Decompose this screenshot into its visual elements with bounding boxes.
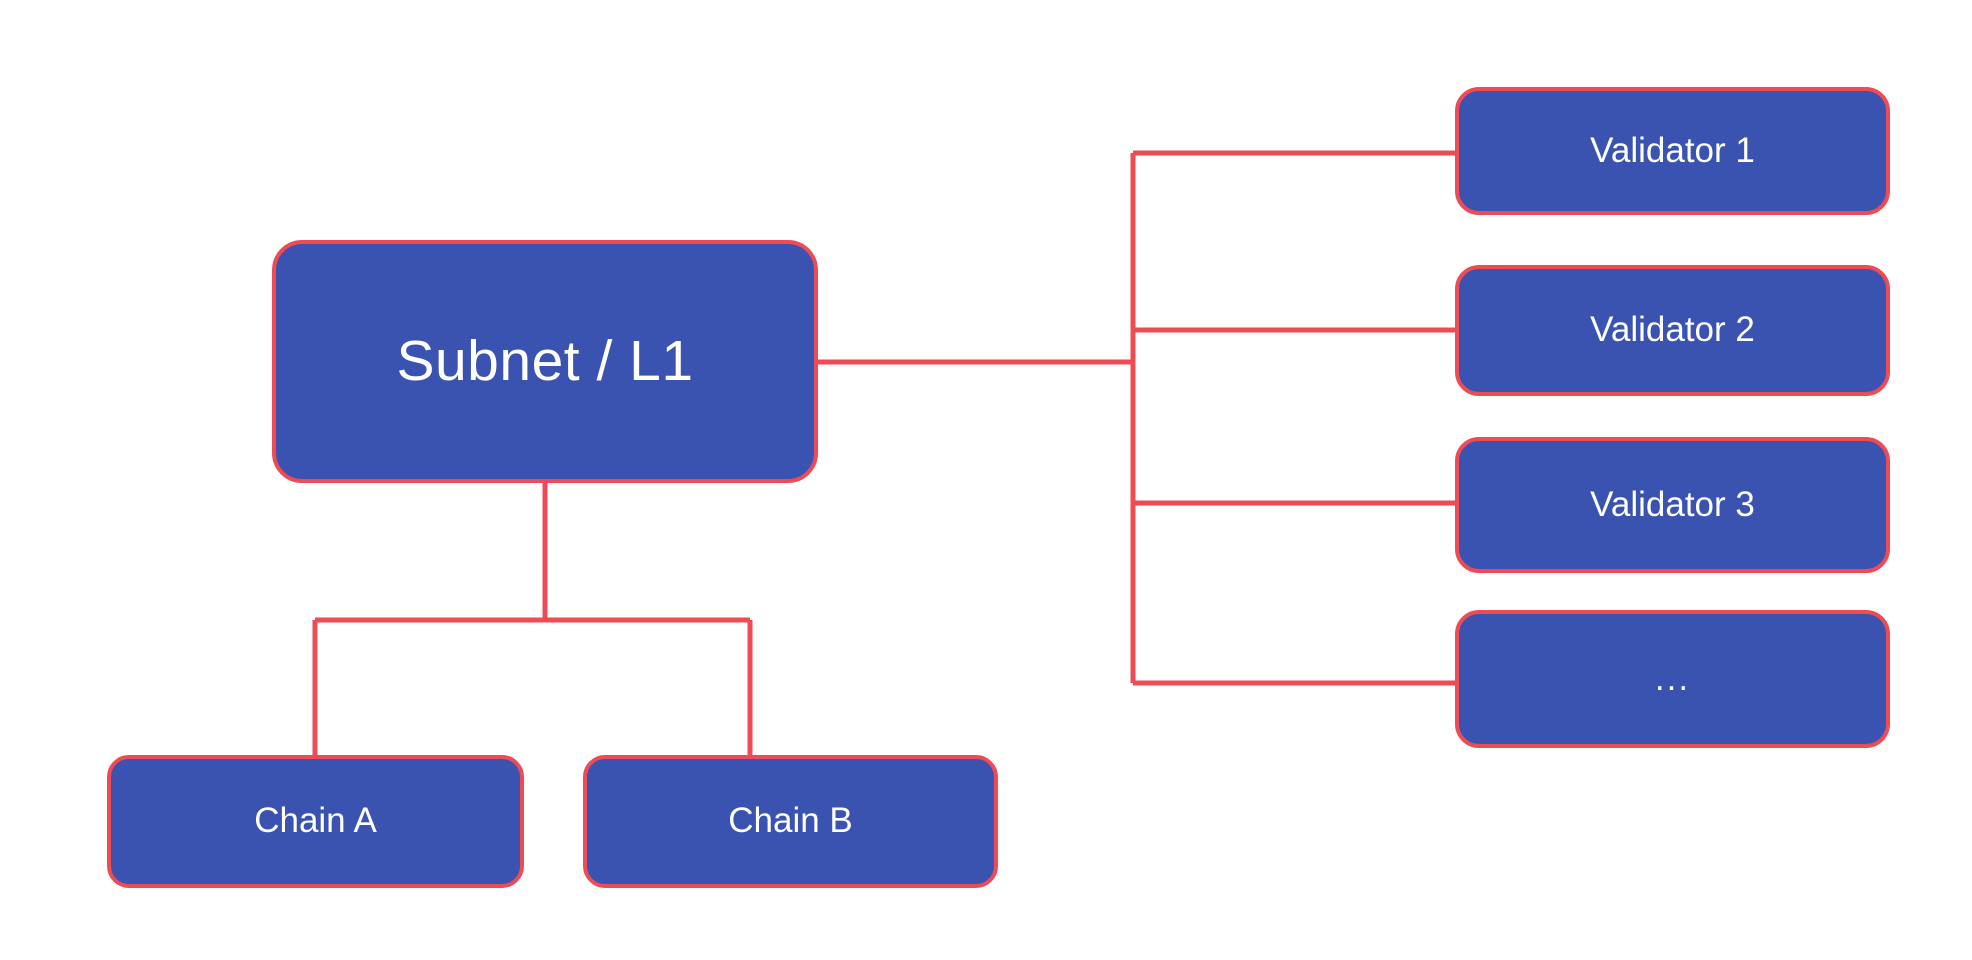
node-validator-3[interactable]: Validator 3 <box>1455 437 1890 573</box>
node-validator-2-label: Validator 2 <box>1590 310 1755 350</box>
node-validator-1[interactable]: Validator 1 <box>1455 87 1890 215</box>
node-chain-a-label: Chain A <box>254 801 377 841</box>
node-validator-2[interactable]: Validator 2 <box>1455 265 1890 396</box>
node-validator-more[interactable]: ... <box>1455 610 1890 748</box>
node-chain-b[interactable]: Chain B <box>583 755 998 888</box>
node-chain-b-label: Chain B <box>728 801 853 841</box>
node-chain-a[interactable]: Chain A <box>107 755 524 888</box>
node-subnet-l1[interactable]: Subnet / L1 <box>272 240 818 483</box>
node-subnet-l1-label: Subnet / L1 <box>396 329 694 394</box>
node-validator-1-label: Validator 1 <box>1590 130 1755 170</box>
node-validator-more-label: ... <box>1654 658 1691 698</box>
node-validator-3-label: Validator 3 <box>1590 484 1755 524</box>
